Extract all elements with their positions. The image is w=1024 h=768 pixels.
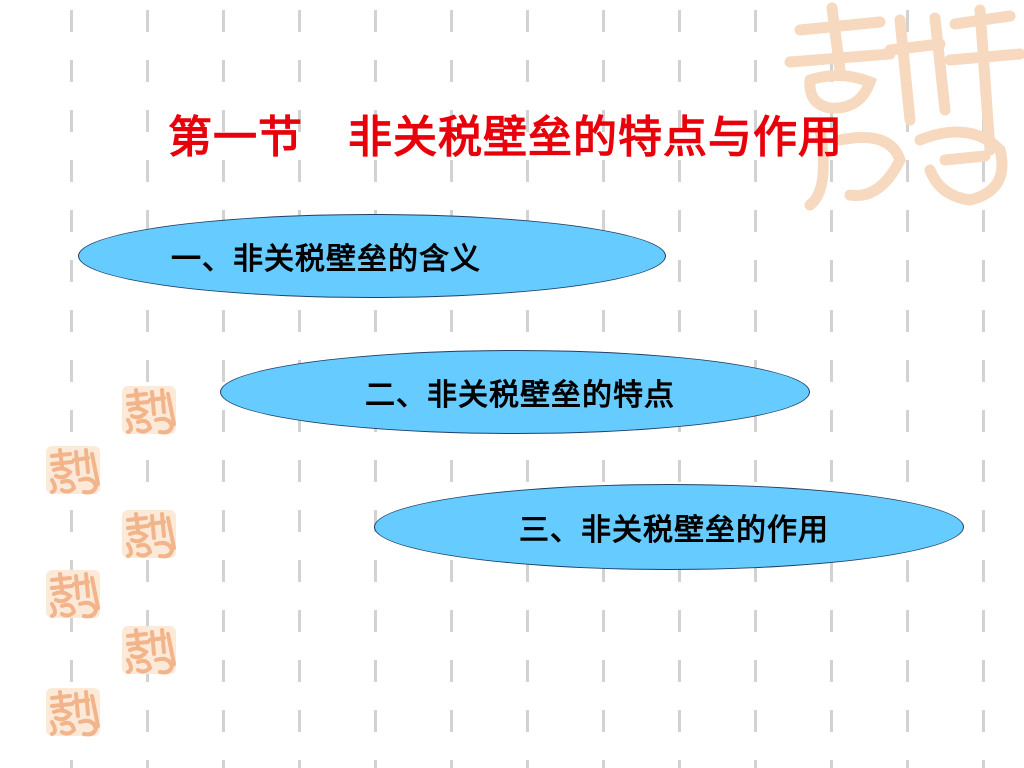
auspicious-calligraphy-watermark [784,2,1024,211]
seal-decoration-icon [122,626,176,675]
topic-button-meaning[interactable]: 一、非关税壁垒的含义 [78,214,666,298]
slide-title: 第一节 非关税壁垒的特点与作用 [168,112,843,163]
topic-button-functions[interactable]: 三、非关税壁垒的作用 [374,484,964,570]
seal-decoration-icon [122,510,176,559]
topic-label: 一、非关税壁垒的含义 [171,242,481,277]
seal-decoration-icon [46,688,100,737]
topic-label: 三、非关税壁垒的作用 [519,513,829,548]
topic-label: 二、非关税壁垒的特点 [365,378,675,413]
seal-decoration-icon [46,446,100,495]
seal-decoration-icon [46,570,100,619]
topic-button-characteristics[interactable]: 二、非关税壁垒的特点 [220,350,810,434]
seal-decoration-icon [122,386,176,435]
